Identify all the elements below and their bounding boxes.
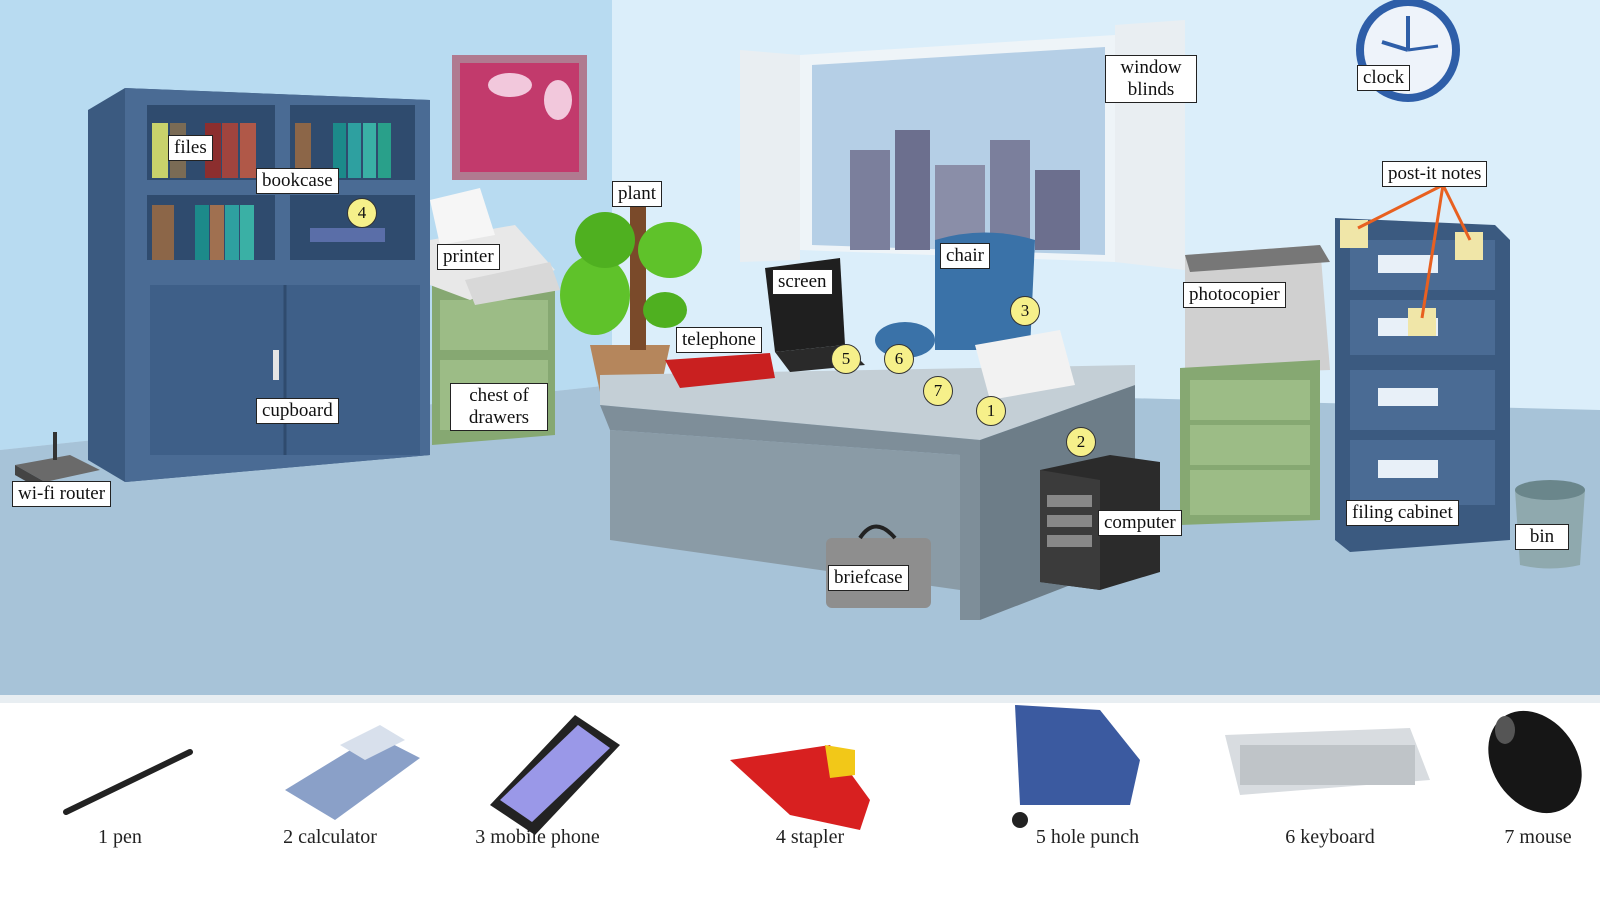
wall-picture — [452, 55, 587, 180]
label-bookcase: bookcase — [256, 168, 339, 194]
green-drawers-graphic — [1180, 360, 1320, 525]
label-screen: screen — [772, 269, 833, 295]
label-post-it-notes: post-it notes — [1382, 161, 1488, 187]
marker-stapler: 4 — [347, 198, 377, 228]
legend-name: pen — [113, 826, 142, 848]
label-window-blinds-line1: window — [1120, 57, 1182, 78]
legend-item-calculator: 2 calculator — [255, 826, 405, 849]
legend-name: mouse — [1519, 826, 1572, 848]
label-window-blinds: window blinds — [1105, 55, 1197, 103]
legend-num: 2 — [283, 826, 294, 848]
label-filing-cabinet: filing cabinet — [1346, 500, 1459, 526]
label-bin: bin — [1515, 524, 1569, 550]
pen-icon — [63, 749, 193, 815]
legend-num: 1 — [98, 826, 109, 848]
legend-num: 7 — [1504, 826, 1515, 848]
legend-item-hole-punch: 5 hole punch — [1015, 826, 1160, 849]
legend-item-mouse: 7 mouse — [1488, 826, 1588, 849]
label-chest-of-drawers-line2: drawers — [468, 407, 530, 428]
legend-name: calculator — [298, 826, 377, 848]
mouse-icon — [1488, 710, 1582, 814]
telephone-graphic — [665, 353, 775, 388]
marker-pen: 1 — [976, 396, 1006, 426]
legend-item-pen: 1 pen — [70, 826, 170, 849]
post-it-pointer-lines — [1357, 183, 1472, 319]
legend-item-stapler: 4 stapler — [750, 826, 870, 849]
label-files: files — [168, 135, 213, 161]
marker-keyboard: 6 — [884, 344, 914, 374]
legend-name: stapler — [790, 826, 845, 848]
marker-mouse: 7 — [923, 376, 953, 406]
label-chair: chair — [940, 243, 990, 269]
label-photocopier: photocopier — [1183, 282, 1286, 308]
legend-item-mobile-phone: 3 mobile phone — [455, 826, 620, 849]
floor-edge — [0, 695, 1600, 703]
label-chest-of-drawers: chest of drawers — [450, 383, 548, 431]
legend-name: keyboard — [1300, 826, 1375, 848]
label-clock: clock — [1357, 65, 1411, 91]
filing-cabinet-graphic — [1335, 218, 1510, 552]
papers-graphic — [975, 330, 1075, 400]
legend-num: 6 — [1285, 826, 1296, 848]
legend-name: mobile phone — [490, 826, 600, 848]
mobile-phone-icon — [490, 715, 620, 835]
label-wifi-router: wi-fi router — [12, 481, 112, 507]
label-window-blinds-line2: blinds — [1127, 79, 1175, 100]
label-cupboard: cupboard — [256, 398, 339, 424]
stapler-icon — [730, 745, 870, 830]
label-briefcase: briefcase — [828, 565, 909, 591]
photocopier-graphic — [1185, 245, 1330, 375]
keyboard-icon — [1225, 728, 1430, 795]
bookcase-cupboard — [88, 88, 430, 482]
legend-item-keyboard: 6 keyboard — [1265, 826, 1395, 849]
label-plant: plant — [612, 181, 662, 207]
legend-num: 5 — [1035, 826, 1046, 848]
legend-num: 3 — [475, 826, 486, 848]
marker-mobile-phone: 3 — [1010, 296, 1040, 326]
legend-num: 4 — [775, 826, 786, 848]
label-computer: computer — [1098, 510, 1182, 536]
window — [740, 20, 1185, 270]
marker-hole-punch: 5 — [831, 344, 861, 374]
legend-name: hole punch — [1050, 826, 1140, 848]
hole-punch-icon — [1012, 705, 1140, 828]
marker-calculator: 2 — [1066, 427, 1096, 457]
label-chest-of-drawers-line1: chest of — [469, 385, 529, 406]
label-printer: printer — [437, 244, 500, 270]
label-telephone: telephone — [676, 327, 762, 353]
calculator-icon — [285, 725, 420, 820]
